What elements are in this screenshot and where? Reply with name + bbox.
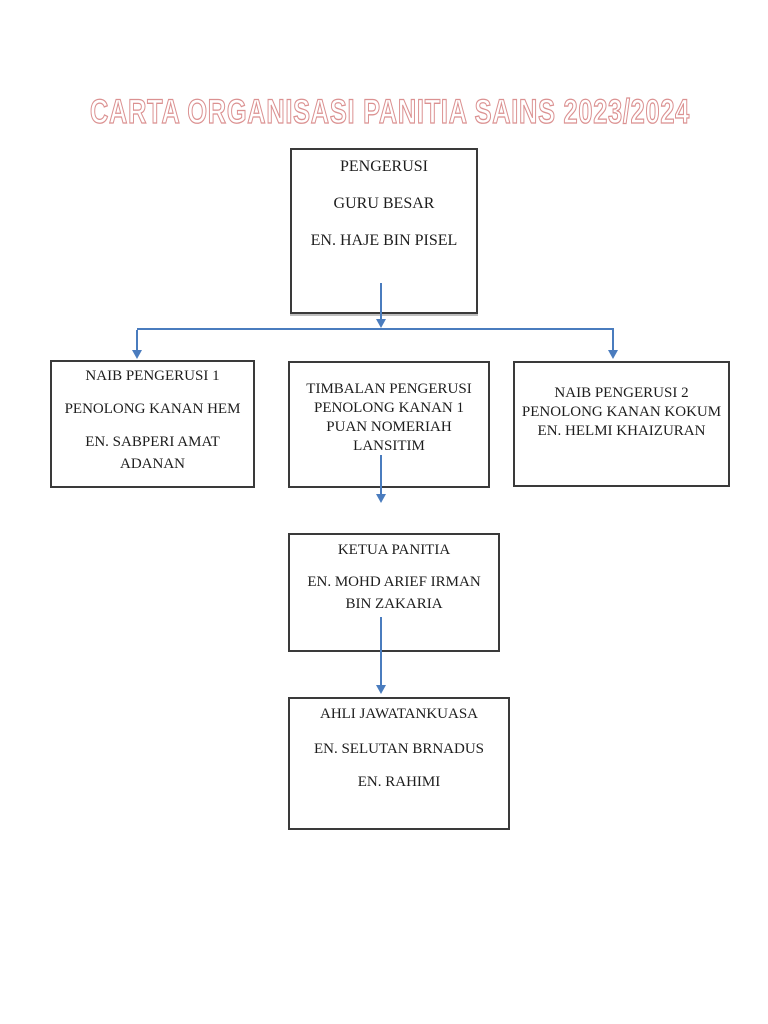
node-person: EN. SABPERI AMAT bbox=[85, 434, 220, 450]
org-node-ahli-jawatankuasa: AHLI JAWATANKUASA EN. SELUTAN BRNADUS EN… bbox=[288, 697, 510, 830]
node-position: PENOLONG KANAN HEM bbox=[64, 401, 241, 417]
node-position: PENOLONG KANAN 1 bbox=[314, 400, 464, 416]
page-title: CARTA ORGANISASI PANITIA SAINS 2023/2024 bbox=[89, 92, 690, 131]
arrowhead-down-icon bbox=[376, 319, 386, 328]
connector-right-drop-line bbox=[612, 330, 614, 350]
node-person: EN. HAJE BIN PISEL bbox=[310, 232, 458, 249]
node-role: NAIB PENGERUSI 1 bbox=[85, 368, 220, 384]
arrowhead-down-icon bbox=[376, 685, 386, 694]
node-position: PENOLONG KANAN KOKUM bbox=[521, 404, 722, 420]
node-position: GURU BESAR bbox=[333, 195, 435, 212]
connector-ketua-ahli-line bbox=[380, 617, 382, 685]
page-title-text: CARTA ORGANISASI PANITIA SAINS 2023/2024 bbox=[90, 93, 690, 131]
node-role: NAIB PENGERUSI 2 bbox=[554, 385, 689, 401]
org-node-naib-pengerusi-1: NAIB PENGERUSI 1 PENOLONG KANAN HEM EN. … bbox=[50, 360, 255, 488]
org-node-pengerusi: PENGERUSI GURU BESAR EN. HAJE BIN PISEL bbox=[290, 148, 478, 314]
connector-pengerusi-down-line bbox=[380, 283, 382, 319]
arrowhead-down-icon bbox=[608, 350, 618, 359]
connector-left-drop-line bbox=[136, 330, 138, 350]
node-role: TIMBALAN PENGERUSI bbox=[306, 381, 472, 397]
node-person-cont: ADANAN bbox=[120, 456, 185, 472]
node-role: PENGERUSI bbox=[339, 158, 428, 175]
node-person: EN. RAHIMI bbox=[357, 774, 441, 790]
node-person: PUAN NOMERIAH bbox=[326, 419, 452, 435]
node-person: EN. MOHD ARIEF IRMAN bbox=[307, 574, 481, 590]
node-person: EN. HELMI KHAIZURAN bbox=[537, 423, 706, 439]
arrowhead-down-icon bbox=[132, 350, 142, 359]
node-role: AHLI JAWATANKUASA bbox=[319, 706, 478, 722]
arrowhead-down-icon bbox=[376, 494, 386, 503]
node-person: EN. SELUTAN BRNADUS bbox=[313, 741, 485, 757]
connector-timbalan-ketua-line bbox=[380, 455, 382, 494]
node-role: KETUA PANITIA bbox=[337, 542, 451, 558]
org-node-naib-pengerusi-2: NAIB PENGERUSI 2 PENOLONG KANAN KOKUM EN… bbox=[513, 361, 730, 487]
node-person-cont: BIN ZAKARIA bbox=[345, 596, 443, 612]
node-person-cont: LANSITIM bbox=[353, 438, 425, 454]
connector-branch-line bbox=[137, 328, 614, 330]
org-node-ketua-panitia: KETUA PANITIA EN. MOHD ARIEF IRMAN BIN Z… bbox=[288, 533, 500, 652]
org-node-timbalan-pengerusi: TIMBALAN PENGERUSI PENOLONG KANAN 1 PUAN… bbox=[288, 361, 490, 488]
